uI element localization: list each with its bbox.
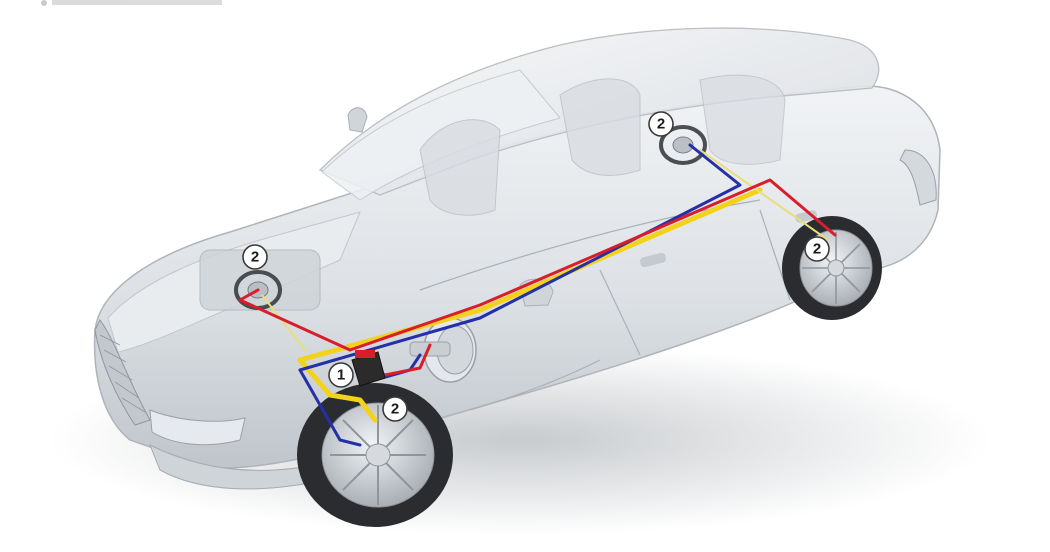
callout-wheel-sensor-front-right: 2 (243, 245, 267, 269)
callout-label: 2 (813, 241, 821, 258)
header-mark (41, 0, 222, 6)
callout-abs-control-unit: 1 (329, 363, 353, 387)
callout-wheel-sensor-rear-right: 2 (649, 112, 673, 136)
callout-wheel-sensor-front-left: 2 (383, 397, 407, 421)
callout-label: 2 (251, 249, 259, 266)
callout-label: 2 (657, 116, 665, 133)
callout-wheel-sensor-rear-left: 2 (805, 237, 829, 261)
callout-label: 2 (391, 401, 399, 418)
callout-label: 1 (337, 367, 345, 384)
